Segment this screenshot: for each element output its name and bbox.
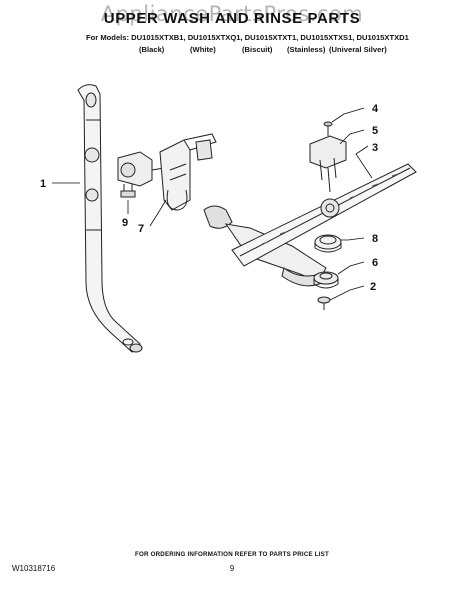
leader-line-8	[340, 237, 365, 241]
callout-5: 5	[372, 125, 378, 137]
color-black: (Black)	[139, 45, 165, 54]
mounting-clip-part	[309, 135, 347, 193]
callout-7: 7	[138, 223, 144, 235]
leader-line-7	[149, 199, 167, 227]
callout-6: 6	[372, 257, 378, 269]
watermark: AppliancePartsPros.com	[100, 2, 364, 26]
leader-line-4	[331, 107, 365, 123]
bracket-part	[159, 133, 217, 211]
wash-arm-part	[203, 163, 417, 287]
callout-9: 9	[122, 217, 128, 229]
callout-3: 3	[372, 142, 378, 154]
leader-line-2	[329, 285, 365, 301]
color-biscuit: (Biscuit)	[242, 45, 273, 54]
ordering-note: FOR ORDERING INFORMATION REFER TO PARTS …	[135, 551, 329, 558]
page-number: 9	[229, 564, 235, 573]
callout-1: 1	[40, 178, 46, 190]
color-stainless: (Stainless)	[287, 45, 326, 54]
washer-part	[317, 296, 331, 310]
color-universal-silver: (Univeral Silver)	[329, 45, 387, 54]
callout-8: 8	[372, 233, 378, 245]
screw-part	[323, 121, 333, 136]
leader-line-6	[337, 261, 365, 275]
color-white: (White)	[190, 45, 216, 54]
document-id: W10318716	[12, 564, 56, 573]
seal-ring-part	[314, 234, 342, 253]
valve-fitting-part	[117, 151, 165, 198]
callout-4: 4	[372, 103, 379, 115]
models-line: For Models: DU1015XTXB1, DU1015XTXQ1, DU…	[86, 33, 409, 42]
leader-line-5	[339, 129, 365, 145]
leader-line-3	[355, 145, 373, 179]
bearing-part	[313, 271, 339, 289]
supply-tube-part	[77, 84, 143, 353]
callout-2: 2	[370, 281, 376, 293]
page-title: UPPER WASH AND RINSE PARTS	[103, 10, 361, 27]
parts-diagram: 1 2 3 4 5 6 7 8 9	[40, 84, 417, 353]
